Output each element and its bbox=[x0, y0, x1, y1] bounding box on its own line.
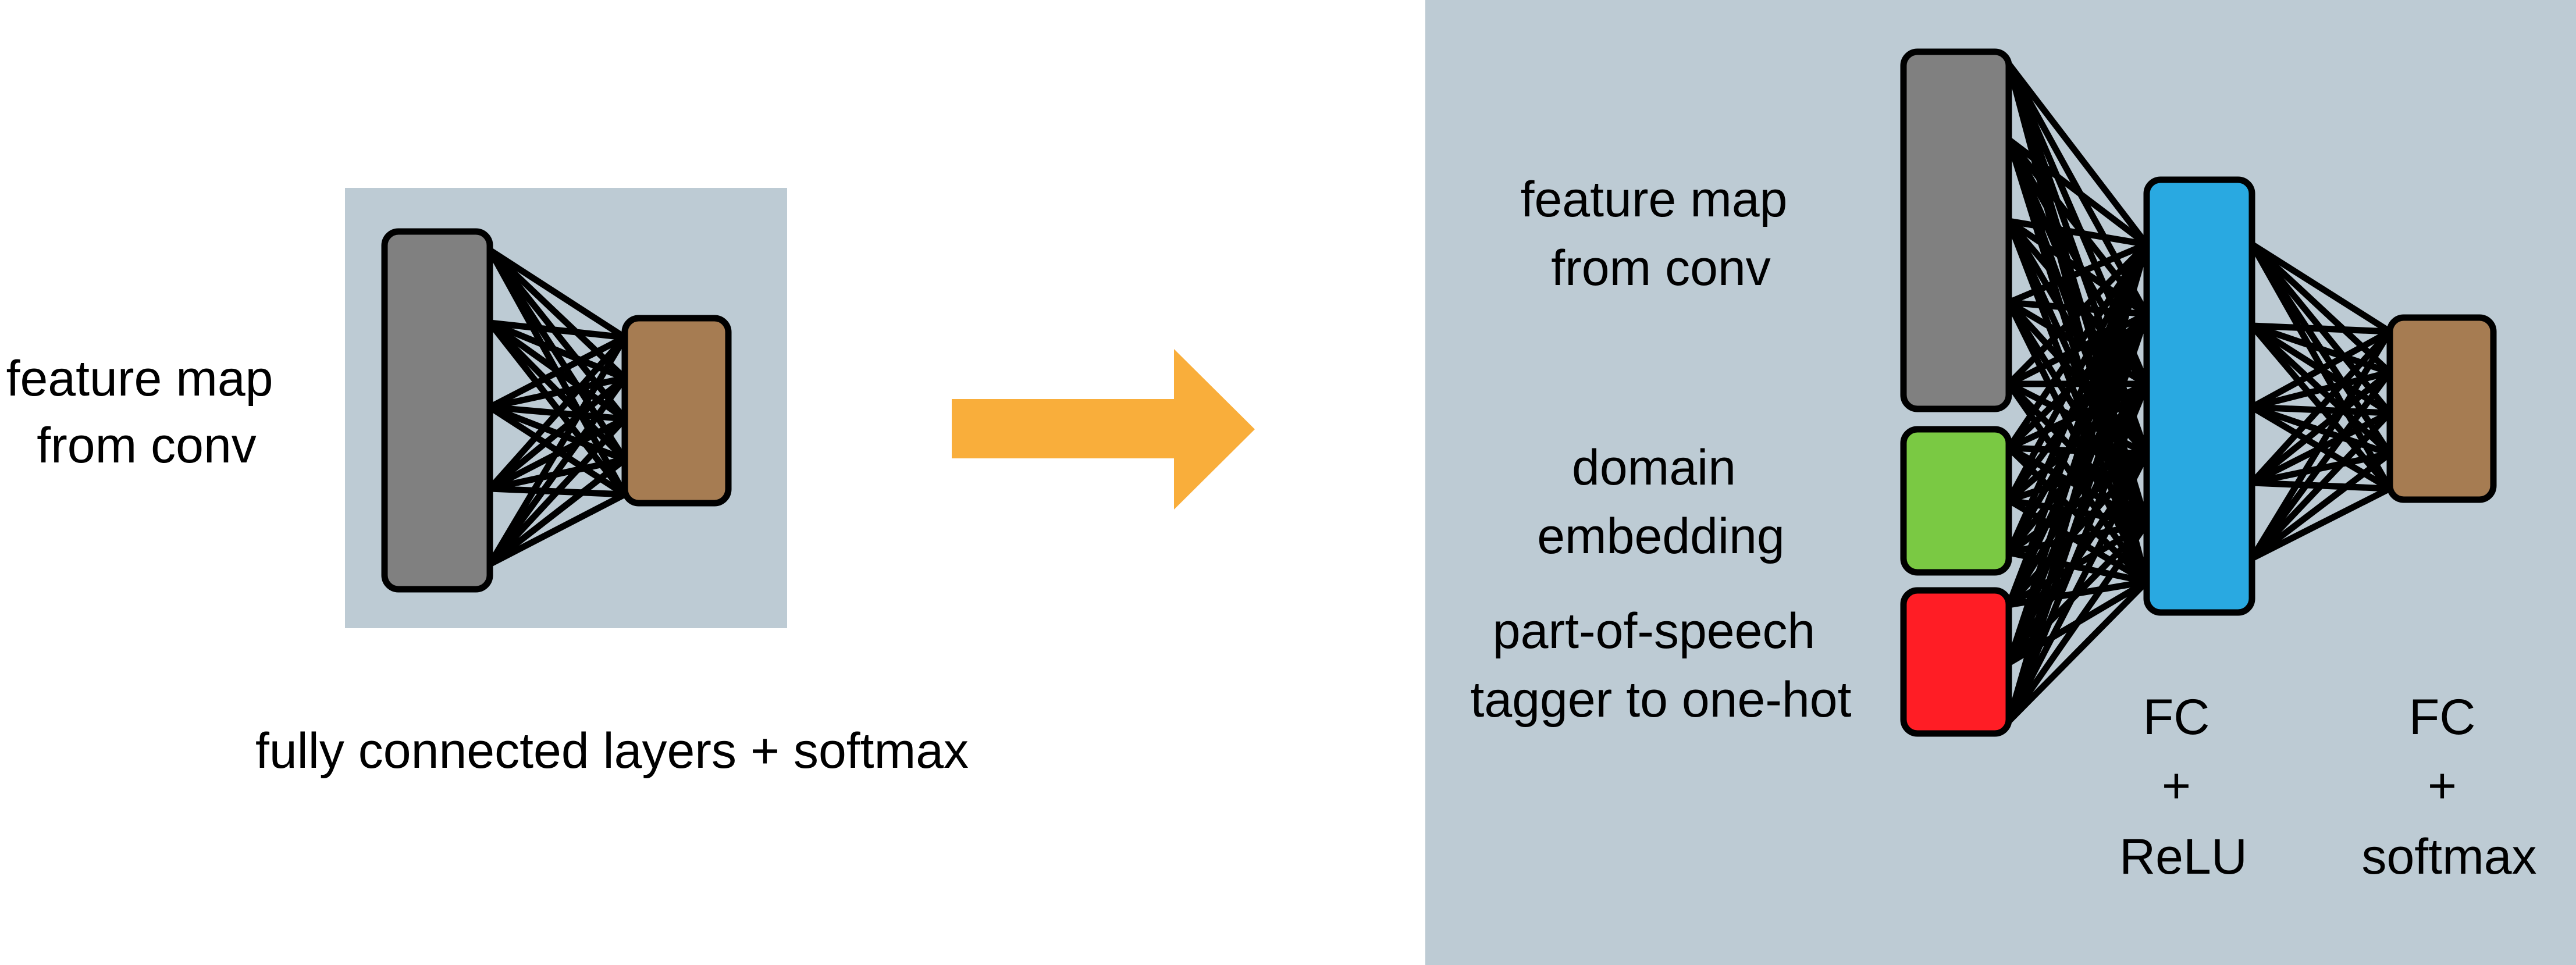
connection-line bbox=[2248, 485, 2393, 562]
connection-line bbox=[2248, 369, 2393, 562]
left-connections bbox=[486, 247, 628, 568]
right-feature-map-block bbox=[1900, 48, 2012, 412]
connection-line bbox=[486, 375, 628, 411]
right-feature-label: feature map from conv bbox=[1521, 172, 1802, 296]
connection-line bbox=[2005, 578, 2150, 725]
pos-one-hot-block bbox=[1900, 587, 2012, 737]
domain-embedding-label: domain embedding bbox=[1537, 440, 1785, 564]
connection-line bbox=[486, 375, 628, 492]
connection-line bbox=[486, 319, 628, 382]
pos-tagger-label: part-of-speech tagger to one-hot bbox=[1470, 603, 1851, 728]
connection-line bbox=[486, 375, 628, 568]
connection-line bbox=[2248, 328, 2393, 411]
fc-relu-block bbox=[2143, 176, 2255, 616]
connection-line bbox=[2005, 380, 2150, 556]
connection-line bbox=[2005, 241, 2150, 387]
right-arrow-icon bbox=[952, 349, 1255, 510]
connection-line bbox=[2005, 60, 2150, 248]
fc-relu-label: FC + ReLU bbox=[2119, 689, 2247, 885]
connection-line bbox=[2005, 380, 2150, 504]
connection-line bbox=[2005, 136, 2150, 248]
connection-line bbox=[486, 456, 628, 568]
connection-line bbox=[2248, 241, 2393, 335]
left-output-block bbox=[621, 315, 732, 507]
connection-line bbox=[2005, 241, 2150, 306]
fc-softmax-label: FC + softmax bbox=[2361, 689, 2536, 885]
connection-line bbox=[2005, 311, 2150, 451]
connection-line bbox=[486, 415, 628, 568]
left-caption: fully connected layers + softmax bbox=[255, 723, 969, 779]
connection-line bbox=[2248, 328, 2393, 562]
connection-line bbox=[2248, 369, 2393, 486]
fc-softmax-block bbox=[2386, 314, 2497, 503]
connection-line bbox=[486, 247, 628, 382]
connection-line bbox=[486, 334, 628, 568]
connection-line bbox=[2005, 311, 2150, 504]
connection-line bbox=[2248, 328, 2393, 486]
connection-line bbox=[486, 247, 628, 422]
connection-line bbox=[2248, 322, 2393, 335]
connection-line bbox=[486, 247, 628, 341]
connection-line bbox=[2005, 241, 2150, 725]
connection-line bbox=[2248, 409, 2393, 562]
left-feature-map-block bbox=[381, 228, 493, 593]
connection-line bbox=[486, 491, 628, 568]
connection-line bbox=[2005, 380, 2150, 725]
connection-line bbox=[2005, 450, 2150, 725]
right-connections bbox=[2005, 60, 2393, 725]
connection-line bbox=[2005, 241, 2150, 451]
connection-line bbox=[486, 334, 628, 411]
left-feature-label: feature map from conv bbox=[6, 351, 287, 473]
connection-line bbox=[2248, 450, 2393, 562]
connection-line bbox=[2005, 311, 2150, 725]
domain-embedding-block bbox=[1900, 426, 2012, 576]
connection-line bbox=[2005, 520, 2150, 725]
connection-line bbox=[2248, 369, 2393, 411]
connection-line bbox=[486, 319, 628, 341]
connection-line bbox=[2248, 241, 2393, 376]
connection-line bbox=[486, 334, 628, 492]
connection-line bbox=[2005, 218, 2150, 248]
connection-line bbox=[2005, 241, 2150, 504]
